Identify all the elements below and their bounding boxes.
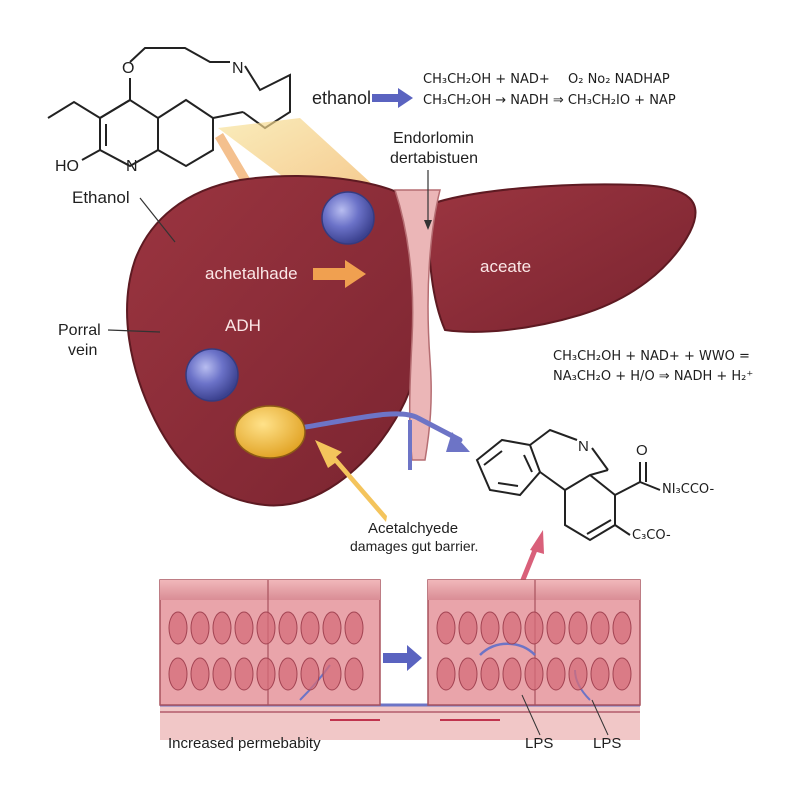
blue-vessel-arrowhead — [446, 432, 470, 452]
gut-cell — [322, 611, 342, 645]
portal-vein-pointer — [107, 329, 161, 333]
gut-cell — [612, 611, 632, 645]
gut-cell — [168, 611, 188, 645]
bottom-group2: C₃CO- — [632, 528, 671, 543]
gut-cell — [502, 657, 522, 691]
ethanol-word: ethanol — [312, 88, 372, 108]
permeability-label: Increased permebabity — [168, 735, 321, 752]
gap-arrow — [383, 645, 422, 671]
acetaldehyde-arrow — [313, 260, 366, 288]
lps-pointer-1 — [521, 694, 541, 736]
gut-cell — [278, 657, 298, 691]
gut-cell — [256, 657, 276, 691]
gut-cell — [234, 657, 254, 691]
gut-cell — [568, 611, 588, 645]
reaction-mid-line2: NA₃CH₂O + H/O ⇒ NADH + H₂⁺ — [553, 369, 754, 384]
gut-cell — [300, 657, 320, 691]
endo-label-line1: Endorlomin — [393, 130, 474, 147]
atom-n-label: N — [232, 60, 244, 77]
gut-cell — [322, 657, 342, 691]
lps-label-1: LPS — [525, 735, 554, 752]
gut-cell — [344, 611, 364, 645]
gut-cell — [256, 611, 276, 645]
reaction-top-line1-left: CH₃CH₂OH + NAD+ — [423, 72, 550, 87]
endo-pointer-head — [424, 220, 432, 230]
gut-cell — [590, 657, 610, 691]
gut-cell — [546, 611, 566, 645]
damage-label-line2: damages gut barrier. — [350, 538, 479, 554]
gut-cell — [300, 611, 320, 645]
lps-pointer-2 — [591, 699, 609, 736]
reaction-top-line2: CH₃CH₂OH → NADH ⇒ CH₃CH₂IO + NAP — [423, 93, 676, 108]
gut-cell — [190, 611, 210, 645]
ethanol-arrow — [372, 88, 413, 108]
gut-cell — [590, 611, 610, 645]
damage-arrow — [315, 440, 387, 522]
atom-ho-label: HO — [55, 158, 79, 175]
reaction-mid-line1: CH₃CH₂OH + NAD+ + WWO = — [553, 349, 750, 364]
bottom-atom-o: O — [636, 442, 648, 459]
liver-left-lobe — [426, 183, 697, 333]
gut-cell — [524, 611, 544, 645]
portal-vein-label-line1: Porral — [58, 322, 101, 339]
atom-o-label: O — [122, 60, 135, 77]
gallbladder — [234, 405, 306, 459]
portal-vein-label-line2: vein — [68, 342, 98, 359]
endo-label-line2: dertabistuen — [390, 150, 479, 167]
enzyme-sphere-lower — [185, 348, 239, 402]
gut-cell — [278, 611, 298, 645]
gut-cell — [234, 611, 254, 645]
bottom-group1: NI₃CCO- — [662, 482, 715, 497]
acetaldehyde-label: achetalhade — [205, 264, 298, 283]
gut-cell — [458, 611, 478, 645]
gut-cell — [612, 657, 632, 691]
gut-cell — [436, 611, 456, 645]
gut-cell — [480, 611, 500, 645]
bottom-atom-n: N — [578, 438, 589, 455]
gut-cell — [344, 657, 364, 691]
enzyme-sphere-upper — [321, 191, 375, 245]
gut-cell — [568, 657, 588, 691]
gut-cell — [480, 657, 500, 691]
blue-vessel — [297, 411, 463, 443]
lps-up-arrow-head — [530, 530, 544, 554]
atom-n2-label: N — [126, 158, 138, 175]
damage-label-line1: Acetalchyede — [368, 520, 459, 537]
gut-cell — [168, 657, 188, 691]
adh-label: ADH — [225, 316, 261, 335]
reaction-top-line1-right: O₂ No₂ NADHAP — [568, 72, 670, 87]
ethanol-label-pointer — [139, 197, 176, 243]
gut-cell — [436, 657, 456, 691]
gut-cell — [212, 657, 232, 691]
lps-label-2: LPS — [593, 735, 622, 752]
gut-cell — [458, 657, 478, 691]
acetate-label: aceate — [480, 257, 532, 276]
gut-cell — [524, 657, 544, 691]
gut-cell — [546, 657, 566, 691]
gut-cell — [502, 611, 522, 645]
gut-cell — [212, 611, 232, 645]
ethanol-molecule-label: Ethanol — [72, 188, 130, 207]
bottom-molecule-structure — [475, 428, 661, 542]
gut-cells — [168, 611, 632, 691]
gut-cell — [190, 657, 210, 691]
ligament-vessel — [393, 189, 441, 461]
